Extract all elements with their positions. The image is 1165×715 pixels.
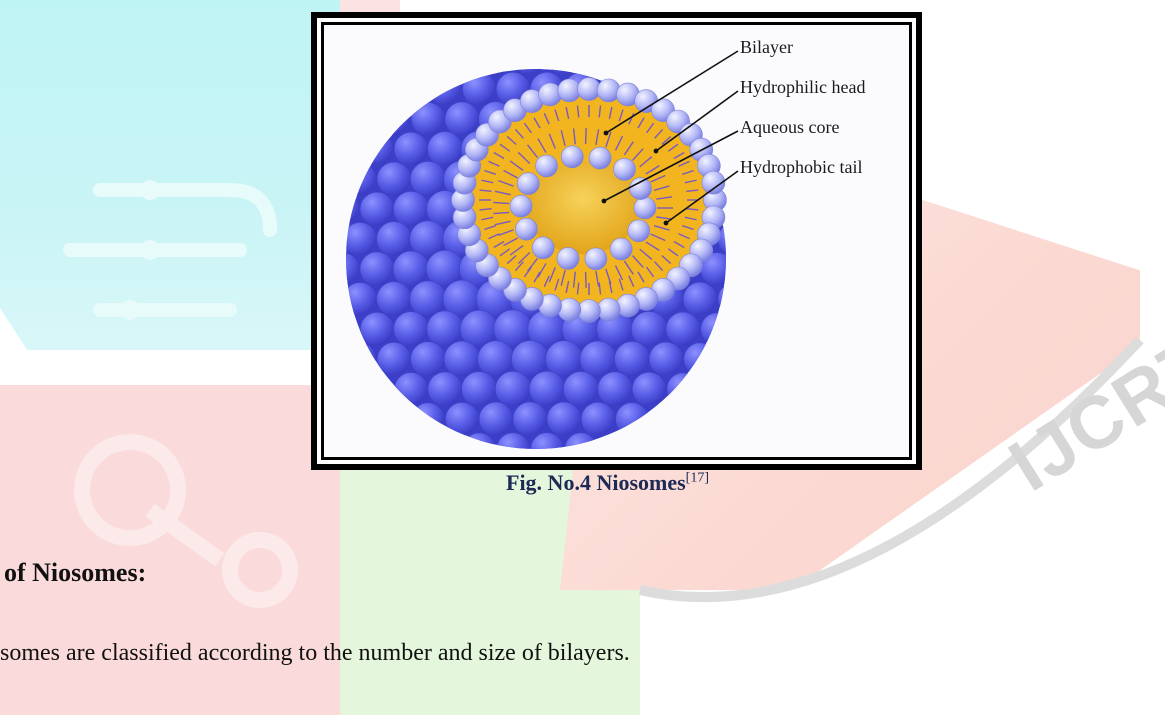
caption-reference: [17]: [686, 471, 709, 486]
label-aqueous-core: Aqueous core: [740, 117, 839, 138]
hydrophilic-head-inner: [585, 248, 607, 270]
outer-sphere-ball: [480, 43, 512, 75]
label-hydrophobic-tail: Hydrophobic tail: [740, 157, 862, 178]
outer-sphere-ball: [411, 102, 444, 135]
outer-sphere-ball: [462, 72, 495, 105]
outer-sphere-ball: [614, 341, 649, 376]
hydrophilic-head-inner: [610, 238, 632, 260]
hydrophilic-head-outer: [558, 298, 581, 321]
outer-sphere-ball: [616, 403, 649, 436]
outer-sphere-ball: [495, 371, 530, 406]
outer-sphere-ball: [701, 313, 733, 345]
hydrophilic-head-outer: [597, 79, 620, 102]
outer-sphere-ball: [377, 282, 412, 317]
outer-sphere-ball: [344, 163, 376, 195]
hydrophilic-head-inner: [515, 218, 537, 240]
outer-sphere-ball: [394, 312, 429, 347]
outer-sphere-ball: [547, 402, 581, 436]
outer-sphere-ball: [445, 402, 478, 435]
watermark-gear-icon: [20, 420, 320, 620]
outer-sphere-ball: [581, 402, 614, 435]
hydrophilic-head-outer: [539, 83, 562, 106]
outer-sphere-ball: [361, 133, 393, 165]
hydrophilic-head-inner: [561, 146, 583, 168]
watermark-circuit-icon: [30, 150, 300, 320]
outer-sphere-ball: [360, 192, 394, 226]
outer-sphere-ball: [718, 283, 750, 315]
outer-sphere-ball: [514, 43, 546, 75]
outer-sphere-ball: [684, 343, 716, 375]
niosome-diagram: Bilayer Hydrophilic head Aqueous core Hy…: [324, 25, 909, 457]
outer-sphere-ball: [667, 373, 699, 405]
hydrophilic-head-inner: [589, 147, 611, 169]
outer-sphere-ball: [378, 103, 410, 135]
outer-sphere-ball: [360, 312, 393, 345]
outer-sphere-ball: [444, 341, 480, 377]
label-hydrophilic-head: Hydrophilic head: [740, 77, 865, 98]
leader-dot: [654, 149, 659, 154]
leader-dot: [604, 131, 609, 136]
outer-sphere-ball: [360, 252, 394, 286]
body-paragraph: somes are classified according to the nu…: [0, 640, 630, 667]
hydrophilic-head-inner: [517, 173, 539, 195]
outer-sphere-ball: [529, 371, 564, 406]
hydrophobic-tail: [586, 128, 587, 144]
outer-sphere-ball: [479, 402, 513, 436]
outer-sphere-ball: [344, 283, 377, 316]
outer-sphere-ball: [411, 342, 446, 377]
hydrophilic-head-inner: [629, 178, 651, 200]
leader-dot: [602, 199, 607, 204]
hydrophilic-head-outer: [616, 294, 639, 317]
figure-frame: Bilayer Hydrophilic head Aqueous core Hy…: [311, 12, 922, 470]
outer-sphere-ball: [513, 402, 547, 436]
outer-sphere-ball: [343, 222, 376, 255]
hydrophilic-head-inner: [536, 155, 558, 177]
outer-sphere-ball: [327, 253, 359, 285]
label-bilayer: Bilayer: [740, 37, 793, 58]
caption-text: Fig. No.4 Niosomes: [506, 470, 686, 495]
outer-sphere-ball: [632, 372, 665, 405]
outer-sphere-ball: [631, 311, 666, 346]
hydrophilic-head-inner: [532, 237, 554, 259]
hydrophilic-head-inner: [634, 197, 656, 219]
hydrophilic-head-inner: [628, 220, 650, 242]
hydrophilic-head-inner: [557, 247, 579, 269]
outer-sphere-ball: [598, 372, 632, 406]
outer-sphere-ball: [445, 102, 479, 136]
outer-sphere-ball: [429, 73, 461, 105]
leader-dot: [664, 221, 669, 226]
outer-sphere-ball: [666, 312, 700, 346]
outer-sphere-ball: [563, 371, 598, 406]
outer-sphere-ball: [377, 162, 411, 196]
hydrophilic-head-inner: [510, 195, 532, 217]
outer-sphere-ball: [683, 282, 717, 316]
outer-sphere-ball: [718, 223, 750, 255]
outer-sphere-ball: [327, 193, 359, 225]
outer-sphere-ball: [377, 222, 412, 257]
outer-sphere-ball: [394, 132, 428, 166]
outer-sphere-ball: [395, 373, 428, 406]
figure-caption: Fig. No.4 Niosomes[17]: [506, 470, 709, 496]
outer-sphere-ball: [649, 342, 683, 376]
section-heading: of Niosomes:: [4, 558, 146, 588]
outer-sphere-ball: [462, 372, 497, 407]
outer-sphere-ball: [428, 372, 462, 406]
outer-sphere-ball: [412, 403, 444, 435]
hydrophilic-head-inner: [613, 158, 635, 180]
outer-sphere-ball: [548, 43, 580, 75]
outer-sphere-ball: [344, 343, 376, 375]
outer-sphere-ball: [580, 341, 616, 377]
outer-sphere-ball: [377, 342, 410, 375]
hydrophobic-tail: [586, 272, 587, 288]
